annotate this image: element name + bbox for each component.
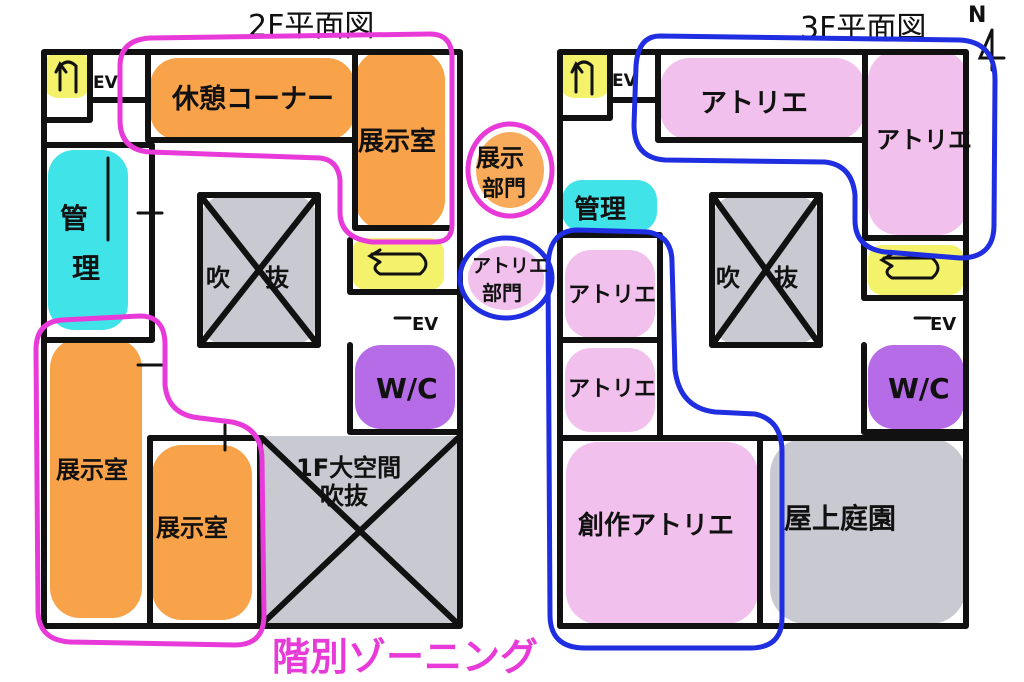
- atelier-ne-3f-fill: [868, 50, 968, 235]
- diagram-title: 階別ゾーニング: [272, 635, 538, 679]
- admin-label-a: 管: [60, 202, 88, 235]
- admin-3f-label: 管理: [574, 195, 626, 225]
- stair-3f-fill: [560, 50, 610, 98]
- void-2f-label-b: 抜: [265, 264, 290, 292]
- void-1f-label-b: 吹抜: [320, 482, 369, 510]
- admin-3f-fill: [562, 180, 657, 232]
- ev-label-3f-mid: EV: [930, 314, 956, 335]
- atelier-n-label: アトリエ: [700, 88, 808, 119]
- atelier-w2-3f-fill: [565, 348, 655, 432]
- void-3f-label-a: 吹: [716, 264, 740, 292]
- stair-2f-fill: [44, 52, 90, 98]
- wc-2f-fill: [355, 345, 455, 429]
- wall-3f-wc: [861, 342, 969, 435]
- wall-3f-atelier-ne: [862, 137, 969, 241]
- zone-outline-2f-southwest: [33, 313, 267, 648]
- floor-2-plan: 2F平面図 EV 休憩コーナー 展示室 管 理 吹 抜 EV W/C 展示室 展…: [33, 9, 463, 648]
- exhibit-s-2f-fill: [152, 445, 252, 620]
- admin-label-b: 理: [72, 252, 100, 285]
- floor-3-plan: 3F平面図 N EV アトリエ アトリエ 管理 アトリエ アトリエ 吹 抜 EV…: [545, 3, 1006, 651]
- void-1f-label-a: 1F大空間: [296, 454, 401, 482]
- ev-label-2f-mid: EV: [412, 314, 438, 335]
- atelier-n-3f-fill: [660, 58, 865, 140]
- stair-return-3f-icon: [879, 252, 940, 280]
- legend-atelier-fill: [468, 246, 544, 310]
- atelier-w1-3f-fill: [565, 250, 655, 338]
- atelier-ne-label: アトリエ: [876, 126, 972, 154]
- stair-return-icon: [367, 248, 428, 276]
- wall-3f-stairwell: [557, 49, 613, 121]
- legend-atelier-label-b: 部門: [482, 281, 522, 305]
- legend-exhibit-fill: [476, 132, 544, 208]
- roof-garden-label: 屋上庭園: [784, 502, 896, 535]
- stair-up-icon: [54, 60, 78, 94]
- legend-exhibit-label-a: 展示: [476, 144, 524, 172]
- exhibit-ne-2f-fill: [355, 50, 445, 230]
- wc-2f-label: W/C: [376, 372, 438, 405]
- exhibit-w-label: 展示室: [56, 456, 128, 484]
- wall-2f-lounge: [145, 49, 358, 143]
- wc-3f-fill: [868, 345, 964, 429]
- wall-2f-stair-mid: [347, 237, 461, 295]
- atelier-w1-label: アトリエ: [568, 283, 656, 308]
- wall-2f-wc: [347, 342, 461, 435]
- legend: 展示 部門 アトリエ 部門: [457, 121, 555, 321]
- wall-2f-admin: [41, 142, 155, 343]
- void-2f-box: [197, 192, 321, 348]
- legend-exhibit-marker: [465, 121, 555, 219]
- legend-exhibit-label-b: 部門: [482, 176, 526, 202]
- atelier-w2-label: アトリエ: [568, 377, 656, 402]
- creative-atelier-label: 創作アトリエ: [578, 511, 734, 541]
- ev-label-2f-top: EV: [93, 73, 119, 93]
- wall-2f-stairwell: [41, 49, 93, 123]
- exhibit-s-label: 展示室: [156, 514, 228, 542]
- wall-3f-south: [557, 435, 969, 629]
- zone-outline-3f-southwest: [545, 227, 785, 651]
- void-3f-label-b: 抜: [774, 264, 799, 292]
- zone-outline-2f-north: [117, 31, 455, 245]
- lounge-2f-fill: [150, 58, 355, 140]
- ev-label-3f-top: EV: [612, 71, 638, 91]
- wall-2f-exhibit-ne: [352, 137, 453, 231]
- admin-2f-fill: [48, 150, 128, 330]
- north-mark: N: [968, 3, 986, 28]
- zone-outline-3f-north: [631, 33, 998, 261]
- lounge-label: 休憩コーナー: [171, 83, 334, 115]
- void-3f-cross-b: [709, 192, 823, 348]
- exhibit-ne-label: 展示室: [358, 126, 436, 157]
- wall-3f-atelier-n: [655, 49, 868, 143]
- legend-atelier-label-a: アトリエ: [472, 255, 548, 277]
- void-2f-label-a: 吹: [206, 264, 230, 292]
- wall-3f-stair-mid: [861, 242, 969, 301]
- creative-atelier-3f-fill: [566, 442, 758, 624]
- void-1f-cross-b: [259, 435, 461, 627]
- void-3f-box: [709, 192, 823, 348]
- legend-atelier-marker: [457, 235, 555, 321]
- roof-garden-3f-fill: [770, 438, 966, 624]
- exhibit-w-2f-fill: [50, 338, 142, 618]
- stair-up-3f-icon: [570, 60, 594, 96]
- stair-2f-mid-fill: [352, 238, 444, 290]
- void-2f-cross-b: [197, 192, 321, 348]
- wc-3f-label: W/C: [888, 372, 950, 405]
